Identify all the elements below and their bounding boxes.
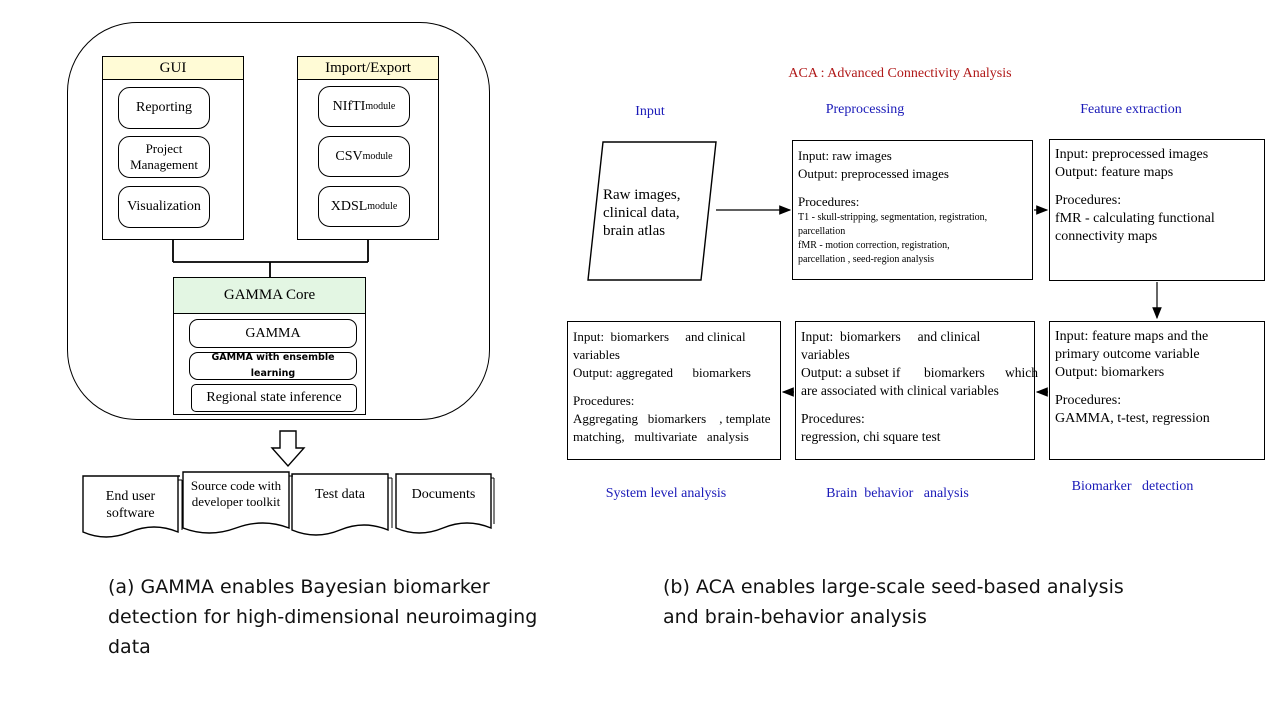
aca-title: ACA : Advanced Connectivity Analysis xyxy=(788,66,1012,81)
input-parallelogram xyxy=(587,141,717,281)
csv-module-item: CSV module xyxy=(318,136,410,177)
caption-a: (a) GAMMA enables Bayesian biomarker det… xyxy=(108,576,538,658)
system-level-procedures: Procedures: Aggregating biomarkers , tem… xyxy=(573,393,771,444)
import-export-header: Import/Export xyxy=(298,57,438,80)
preprocessing-procedures: T1 - skull-stripping, segmentation, regi… xyxy=(798,212,988,265)
biomarker-detection-stage-label: Biomarker detection xyxy=(1071,479,1194,494)
gamma-item: GAMMA xyxy=(189,319,357,348)
brain-behavior-stage-label: Brain behavior analysis xyxy=(826,486,969,501)
regional-state-inference-item: Regional state inference xyxy=(191,384,357,412)
input-data-text: Raw images, clinical data, brain atlas xyxy=(603,187,681,239)
brain-behavior-procedures: Procedures: regression, chi square test xyxy=(801,411,941,444)
visualization-item: Visualization xyxy=(118,186,210,228)
caption-b: (b) ACA enables large-scale seed-based a… xyxy=(663,576,1124,628)
project-management-item: Project Management xyxy=(118,136,210,178)
gui-header: GUI xyxy=(103,57,243,80)
preprocessing-box: Input: raw images Output: preprocessed i… xyxy=(792,140,1033,280)
system-level-io: Input: biomarkers and clinical variables… xyxy=(573,329,751,380)
feature-extraction-stage-label: Feature extraction xyxy=(1080,102,1182,117)
gamma-ensemble-item: GAMMA with ensemble learning xyxy=(189,352,357,380)
biomarker-io: Input: feature maps and the primary outc… xyxy=(1055,329,1209,380)
test-data-doc: Test data xyxy=(315,487,365,502)
source-code-doc: Source code with developer toolkit xyxy=(190,478,282,509)
reporting-item: Reporting xyxy=(118,87,210,129)
preprocessing-stage-label: Preprocessing xyxy=(825,102,905,117)
biomarker-procedures: Procedures: GAMMA, t-test, regression xyxy=(1055,393,1210,426)
feature-procedures: Procedures: fMR - calculating functional… xyxy=(1055,193,1215,244)
system-level-box: Input: biomarkers and clinical variables… xyxy=(567,321,781,460)
biomarker-detection-box: Input: feature maps and the primary outc… xyxy=(1049,321,1265,460)
gamma-core-header: GAMMA Core xyxy=(174,278,365,314)
end-user-software-doc: End user software xyxy=(105,489,156,521)
documents-doc: Documents xyxy=(411,487,476,502)
brain-behavior-box: Input: biomarkers and clinical variables… xyxy=(795,321,1038,460)
preprocessing-procedures-label: Procedures: xyxy=(798,194,860,209)
preprocessing-io: Input: raw images Output: preprocessed i… xyxy=(798,148,949,181)
gamma-system-frame xyxy=(67,22,490,420)
feature-extraction-box: Input: preprocessed images Output: featu… xyxy=(1049,139,1265,281)
system-level-stage-label: System level analysis xyxy=(605,486,727,501)
brain-behavior-io: Input: biomarkers and clinical variables… xyxy=(801,329,1038,398)
nifti-module-item: NIfTI module xyxy=(318,86,410,127)
input-stage-label: Input xyxy=(635,104,665,119)
down-arrow-icon xyxy=(270,430,306,468)
xdsl-module-item: XDSL module xyxy=(318,186,410,227)
feature-io: Input: preprocessed images Output: featu… xyxy=(1055,147,1209,180)
